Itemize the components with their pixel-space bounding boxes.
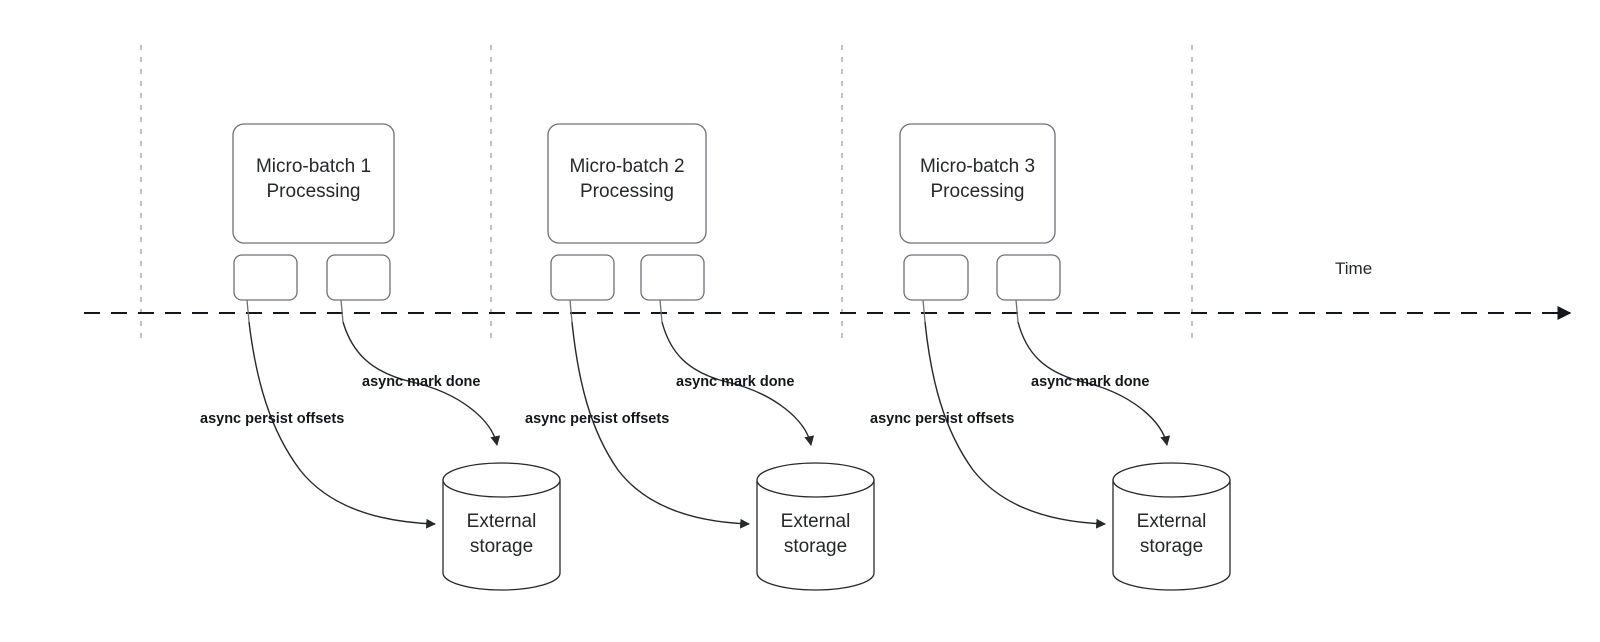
batch-group-3: Micro-batch 3 Processing async persist o… (870, 123, 1231, 591)
batch-2-persist-offsets-arrow (571, 321, 750, 529)
batch-3-persist-offsets-arrow (924, 321, 1106, 529)
micro-batch-2-title-line1: Micro-batch 2 (569, 156, 684, 177)
batch-1-persist-offsets-label: async persist offsets (200, 411, 344, 427)
time-axis-label: Time (1335, 259, 1372, 278)
batch-1-persist-offsets-arrow (248, 321, 436, 529)
batch-group-1: Micro-batch 1 Processing async persist o… (200, 123, 561, 591)
batch-2-storage-label-line1: External (781, 511, 851, 532)
batch-2-storage-label-line2: storage (784, 536, 847, 557)
timeline-tick-group (140, 45, 1193, 341)
micro-batch-1-marker-right[interactable] (326, 254, 391, 301)
batch-1-storage-label-line2: storage (470, 536, 533, 557)
batch-1-mark-done-label: async mark done (362, 374, 480, 390)
micro-batch-3-marker-left-stem (922, 299, 926, 323)
micro-batch-2-marker-right[interactable] (640, 254, 705, 301)
batch-3-persist-offsets-label: async persist offsets (870, 411, 1014, 427)
micro-batch-3-box[interactable] (899, 123, 1056, 244)
micro-batch-1-title-line1: Micro-batch 1 (256, 156, 371, 177)
micro-batch-1-box[interactable] (232, 123, 395, 244)
batch-3-storage-label-line1: External (1137, 511, 1207, 532)
batch-2-mark-done-arrow (661, 321, 815, 446)
batch-1-external-storage[interactable]: External storage (442, 462, 561, 591)
micro-batch-2-marker-left[interactable] (550, 254, 615, 301)
batch-group-2: Micro-batch 2 Processing async persist o… (525, 123, 875, 591)
micro-batch-1-marker-left-stem (246, 299, 250, 323)
batch-2-persist-offsets-label: async persist offsets (525, 411, 669, 427)
micro-batch-2-marker-right-stem (659, 299, 663, 323)
micro-batch-1-marker-right-stem (340, 299, 344, 323)
micro-batch-2-title-line2: Processing (580, 181, 674, 202)
batch-2-external-storage[interactable]: External storage (756, 462, 875, 591)
batch-3-mark-done-label: async mark done (1031, 374, 1149, 390)
micro-batch-3-marker-right[interactable] (996, 254, 1061, 301)
batch-1-mark-done-arrow (342, 321, 501, 446)
batch-2-mark-done-label: async mark done (676, 374, 794, 390)
micro-batch-1-title-line2: Processing (267, 181, 361, 202)
batch-3-storage-label-line2: storage (1140, 536, 1203, 557)
micro-batch-2-marker-left-stem (569, 299, 573, 323)
micro-batch-2-box[interactable] (547, 123, 707, 244)
micro-batch-3-marker-left[interactable] (903, 254, 969, 301)
micro-batch-3-title-line2: Processing (931, 181, 1025, 202)
micro-batch-3-marker-right-stem (1015, 299, 1019, 323)
batch-3-mark-done-arrow (1017, 321, 1171, 446)
batch-3-external-storage[interactable]: External storage (1112, 462, 1231, 591)
batch-1-storage-label-line1: External (467, 511, 537, 532)
micro-batch-3-title-line1: Micro-batch 3 (920, 156, 1035, 177)
micro-batch-1-marker-left[interactable] (233, 254, 298, 301)
